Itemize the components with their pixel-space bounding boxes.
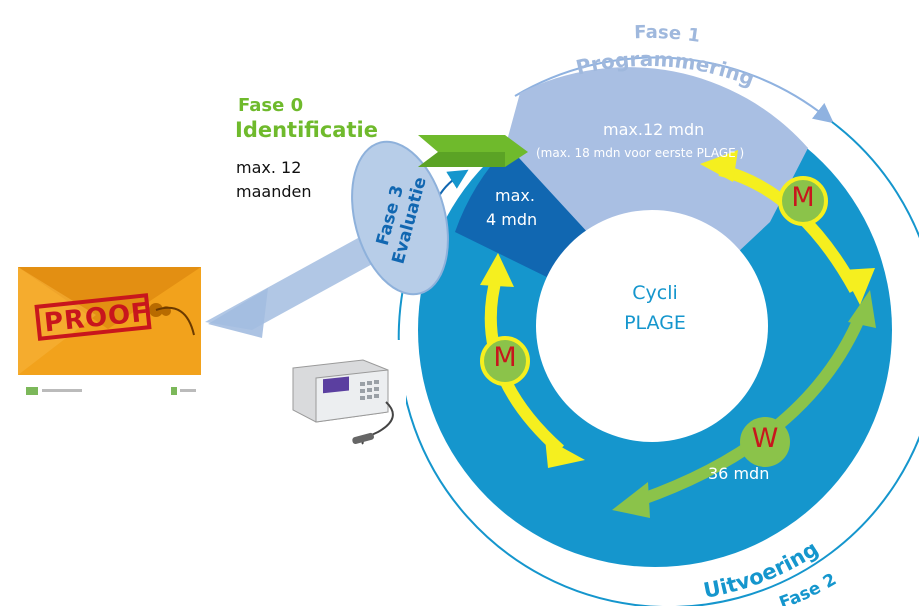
outer-arc-phase2 — [397, 121, 919, 606]
marker-w — [740, 417, 790, 467]
phase2-duration: 36 mdn — [708, 464, 770, 483]
yellow-arrow-top-head-a — [700, 150, 738, 182]
phase1-title: Fase 1 — [634, 22, 702, 47]
evaluation-output-arrowhead — [208, 288, 268, 338]
green-arrow-head-a — [612, 482, 650, 518]
phase0-subtitle: Identificatie — [235, 118, 378, 142]
phase0-duration-line2: maanden — [236, 182, 312, 201]
marker-w-label: W — [751, 423, 779, 454]
evaluation-ellipse — [351, 140, 449, 296]
identification-banner-shade — [418, 152, 505, 167]
center-line2: PLAGE — [624, 312, 686, 334]
envelope-illustration — [18, 267, 201, 395]
measurement-device-photo — [268, 340, 406, 450]
outer-arc-phase1 — [514, 56, 834, 124]
inner-disc — [536, 210, 768, 442]
device-illustration — [292, 359, 394, 445]
phase1-duration: max.12 mdn — [603, 120, 705, 139]
yellow-arrow-left-head-a — [480, 253, 514, 287]
phase3-duration-line1: max. — [495, 186, 535, 205]
phase0-duration-line1: max. 12 — [236, 158, 302, 177]
marker-m-left-label: M — [493, 342, 517, 373]
marker-m-top — [778, 176, 828, 226]
center-line1: Cycli — [632, 282, 678, 304]
phase1-note: (max. 18 mdn voor eerste PLAGE ) — [536, 146, 745, 160]
yellow-arrow-top-head-b — [842, 268, 875, 305]
marker-m-left — [480, 336, 530, 386]
proof-envelope-photo: PROOF — [16, 255, 203, 405]
phase0-title: Fase 0 — [238, 95, 304, 116]
green-arrow-head-b — [848, 290, 876, 328]
marker-m-top-label: M — [791, 182, 815, 213]
yellow-arrow-left-head-b — [545, 438, 585, 468]
phase3-duration-line2: 4 mdn — [486, 210, 538, 229]
programming-sector-edge — [505, 67, 808, 148]
